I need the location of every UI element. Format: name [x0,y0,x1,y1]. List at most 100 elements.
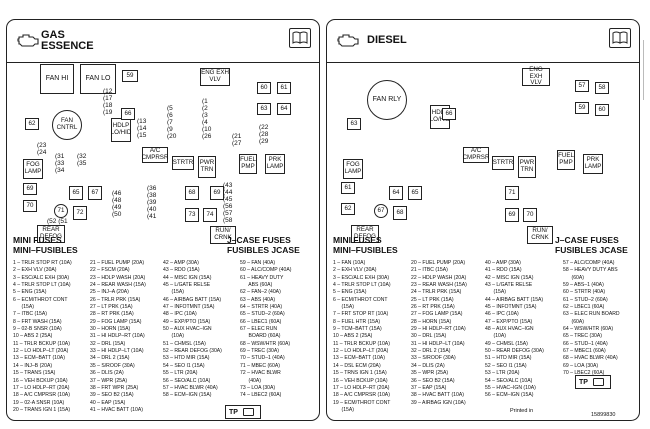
fuse-59: 59 [575,102,589,114]
fuse-69b: 69 [210,186,224,200]
fuse-69: 69 [23,183,37,195]
mini-fuses-title: MINI FUSES MINI–FUSIBLES [13,235,78,255]
fuse-puller-icon [242,408,254,416]
legend-col-4: 57 – ALC/COMP (40A) 58 – HEAVY DUTY ABS … [563,260,620,377]
tp-label: TP [579,378,588,386]
scrollbar-hint [643,40,644,100]
legend-col-3: 40 – AMP (30A) 41 – RDO (15A) 42 – MISC … [485,260,544,399]
gas-panel: GAS ESSENCE FAN HI FAN LO 59 ENG EXH VLV… [6,19,320,421]
relay-labels-d: (1 (2 (3 (4 (10 (26 [202,98,212,140]
relay-fuel-pmp: FUEL PMP [239,154,257,174]
relay-fan-hi: FAN HI [40,64,74,94]
relay-hdlp-lo-hid: HDLP LO/HID [111,118,131,142]
jcase-fuses-title: J–CASE FUSES FUSIBLES JCASE [227,235,300,255]
relay-ac-cmprsr: A/C CMPRSR [462,147,490,163]
relay-fan-lo: FAN LO [80,64,116,94]
relay-run-crnk: RUN/ CRNK [527,226,553,244]
diesel-panel: DIESEL FAN RLY ENG EXH VLV HDLP LO/HID A… [326,19,640,421]
relay-prk-lamp: PRK LAMP [265,154,285,174]
relay-labels-b: (13 (14 (15 [137,118,147,139]
fuse-60: 60 [257,82,271,94]
check-engine-icon [337,34,359,47]
fuse-61: 61 [277,82,291,94]
relay-ac-cmprsr: A/C CMPRSR [141,147,169,163]
fuse-68: 68 [393,206,407,220]
fuse-59: 59 [122,70,138,82]
relay-run-crnk: RUN/ CRNK [210,226,236,244]
relay-fog-lamp: FOG LAMP [23,159,43,179]
fuse-57: 57 [575,80,589,92]
fuse-70: 70 [523,208,537,222]
relay-labels-e: (23 (24 [37,142,47,156]
relay-labels-a: (12 (17 (18 (19 [103,88,113,116]
relay-labels-l: (43 (44 (45 (56 (57 (58 [223,182,233,224]
relay-fog-lamp: FOG LAMP [343,159,363,179]
relay-labels-c: (5 (6 (7 (9 (20 [167,105,177,140]
fuse-64: 64 [277,103,291,115]
legend-col-1: 1 – FAN (10A) 2 – EXH VLV (30A) 3 – ESC/… [333,260,391,413]
relay-labels-f: (31 (33 (34 [55,153,65,174]
relay-rear-defog: REAR DEFOG [37,225,65,243]
legend-col-2: 20 – FUEL PUMP (20A) 21 – ITBC (15A) 22 … [411,260,467,406]
fuse-65: 65 [69,186,83,200]
fuse-61: 61 [341,182,355,194]
legend-col-2: 21 – FUEL PUMP (20A) 22 – FSCM (20A) 23 … [90,260,146,413]
relay-fuel-pmp: FUEL PMP [557,150,575,170]
relay-pwr-trn: PWR TRN [518,156,536,178]
relay-prk-lamp: PRK LAMP [583,154,603,174]
fuse-60: 60 [595,104,609,116]
fuse-71: 71 [505,186,519,200]
relay-rear-defog: REAR DEFOG [351,225,379,243]
relay-fan-rly: FAN RLY [367,80,407,120]
check-engine-icon [17,34,39,47]
fuse-73: 73 [185,208,199,222]
fuse-71-round: 71 [54,204,68,218]
relay-labels-h: (21 (27 [232,133,242,147]
relay-labels-m: (52 (51 [47,218,68,225]
relay-pwr-trn: PWR TRN [198,156,216,178]
manual-book-icon [609,28,631,48]
fuse-63: 63 [257,103,271,115]
relay-strtr: STRTR [172,156,194,170]
fuse-68: 68 [185,186,199,200]
tp-box-gas: TP [225,405,261,419]
fuse-58: 58 [595,82,609,94]
fuse-63: 63 [347,118,361,130]
relay-labels-j: (36 (38 (39 (40 (41 [147,185,157,220]
relay-eng-exh-vlv: ENG EXH VLV [522,66,550,86]
panel-title-diesel: DIESEL [367,34,407,46]
panel-title-gas: GAS ESSENCE [41,29,94,52]
jcase-fuses-title: J–CASE FUSES FUSIBLES JCASE [555,235,628,255]
tp-box-diesel: TP [575,375,611,389]
part-number: 15899830 [591,412,616,418]
fuse-72: 72 [73,206,87,220]
fuse-65: 65 [408,186,422,200]
legend-col-3: 42 – AMP (30A) 43 – RDO (15A) 44 – MISC … [163,260,222,399]
relay-labels-k: (46 (48 (49 (50 [112,190,122,218]
fuse-62: 62 [341,203,355,215]
legend-col-4: 59 – FAN (40A) 60 – ALC/COMP (40A) 61 – … [240,260,292,399]
relay-eng-exh-vlv: ENG EXH VLV [200,68,230,86]
header-divider [327,62,639,63]
fuse-70: 70 [23,200,37,212]
header-divider [7,62,319,63]
fuse-62: 62 [25,118,39,130]
fuse-66: 66 [121,108,135,120]
fuse-64: 64 [389,186,403,200]
manual-book-icon [289,28,311,48]
relay-fan-cntrl: FAN CNTRL [52,110,82,140]
fuse-74: 74 [203,208,217,222]
relay-strtr: STRTR [492,156,514,170]
mini-fuses-title: MINI FUSES MINI–FUSIBLES [333,235,398,255]
tp-label: TP [229,408,238,416]
fuse-67-round: 67 [374,204,388,218]
fuse-69: 69 [505,208,519,222]
fuse-66: 66 [442,108,456,120]
relay-labels-g: (32 (35 [77,153,87,167]
legend-col-1: 1 – TRLR STOP RT (10A) 2 – EXH VLV (30A)… [13,260,72,413]
printed-in-label: Printed in [510,408,534,414]
fuse-67: 67 [88,186,102,200]
fuse-puller-icon [592,378,604,386]
relay-labels-i: (22 (28 (29 [259,124,269,145]
